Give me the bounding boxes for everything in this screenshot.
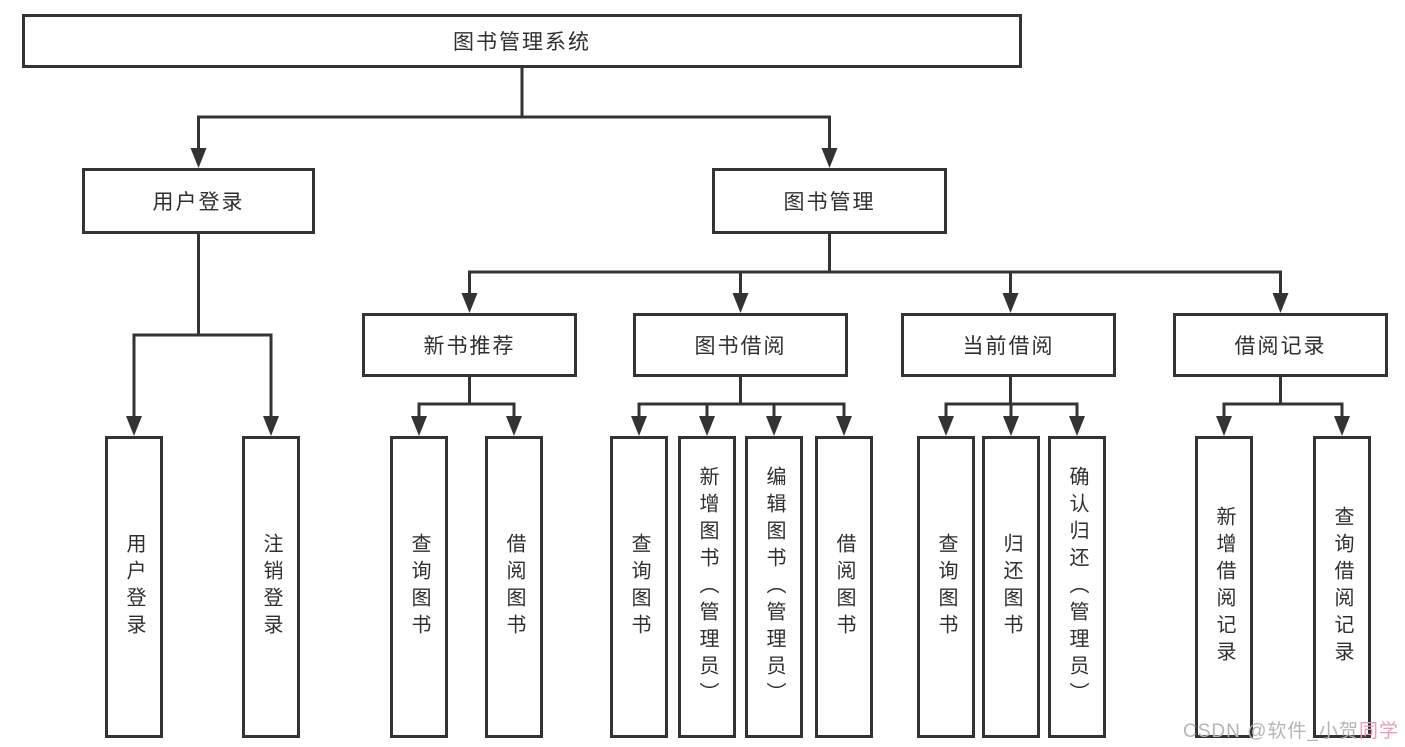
leaf-borrow-edit-books-admin: 编辑图书（管理员） <box>745 436 803 738</box>
node-current-borrow-label: 当前借阅 <box>962 335 1055 358</box>
node-new-book-recommend: 新书推荐 <box>362 313 577 377</box>
node-borrow-records: 借阅记录 <box>1173 313 1388 377</box>
leaf-newbook-borrow-books: 借阅图书 <box>485 436 543 738</box>
leaf-current-confirm-return-admin: 确认归还（管理员） <box>1048 436 1106 738</box>
leaf-newbook-query-books-label: 查询图书 <box>408 533 430 641</box>
csdn-watermark-text: CSDN @软件_小贺 <box>1183 721 1359 742</box>
node-user-login-label: 用户登录 <box>152 191 245 214</box>
leaf-current-confirm-return-admin-label: 确认归还（管理员） <box>1066 465 1088 709</box>
leaf-borrow-query-books: 查询图书 <box>610 436 668 738</box>
leaf-borrow-edit-books-admin-label: 编辑图书（管理员） <box>763 465 785 709</box>
leaf-newbook-query-books: 查询图书 <box>390 436 448 738</box>
leaf-borrow-add-books-admin-label: 新增图书（管理员） <box>696 465 718 709</box>
leaf-borrow-borrow-books-label: 借阅图书 <box>833 533 855 641</box>
leaf-current-return-books: 归还图书 <box>982 436 1040 738</box>
leaf-borrow-query-books-label: 查询图书 <box>628 533 650 641</box>
leaf-user-login: 用户登录 <box>105 436 163 738</box>
csdn-watermark: CSDN @软件_小贺同学 <box>1183 716 1399 743</box>
node-book-borrow-label: 图书借阅 <box>694 335 787 358</box>
node-borrow-records-label: 借阅记录 <box>1234 335 1327 358</box>
leaf-records-add-record: 新增借阅记录 <box>1195 436 1253 738</box>
node-book-borrow: 图书借阅 <box>633 313 848 377</box>
leaf-records-add-record-label: 新增借阅记录 <box>1213 506 1235 668</box>
csdn-watermark-username: 同学 <box>1358 721 1399 742</box>
leaf-current-return-books-label: 归还图书 <box>1000 533 1022 641</box>
node-current-borrow: 当前借阅 <box>901 313 1116 377</box>
node-book-management-label: 图书管理 <box>783 191 876 214</box>
leaf-user-login-label: 用户登录 <box>123 533 145 641</box>
leaf-borrow-add-books-admin: 新增图书（管理员） <box>678 436 736 738</box>
node-user-login: 用户登录 <box>82 168 315 234</box>
leaf-borrow-borrow-books: 借阅图书 <box>815 436 873 738</box>
leaf-records-query-record: 查询借阅记录 <box>1313 436 1371 738</box>
node-new-book-recommend-label: 新书推荐 <box>423 335 516 358</box>
node-root-label: 图书管理系统 <box>453 31 591 54</box>
leaf-newbook-borrow-books-label: 借阅图书 <box>503 533 525 641</box>
leaf-current-query-books: 查询图书 <box>917 436 975 738</box>
leaf-logout-label: 注销登录 <box>260 533 282 641</box>
leaf-records-query-record-label: 查询借阅记录 <box>1331 506 1353 668</box>
leaf-current-query-books-label: 查询图书 <box>935 533 957 641</box>
node-root: 图书管理系统 <box>22 14 1022 68</box>
leaf-logout: 注销登录 <box>242 436 300 738</box>
node-book-management: 图书管理 <box>712 168 947 234</box>
